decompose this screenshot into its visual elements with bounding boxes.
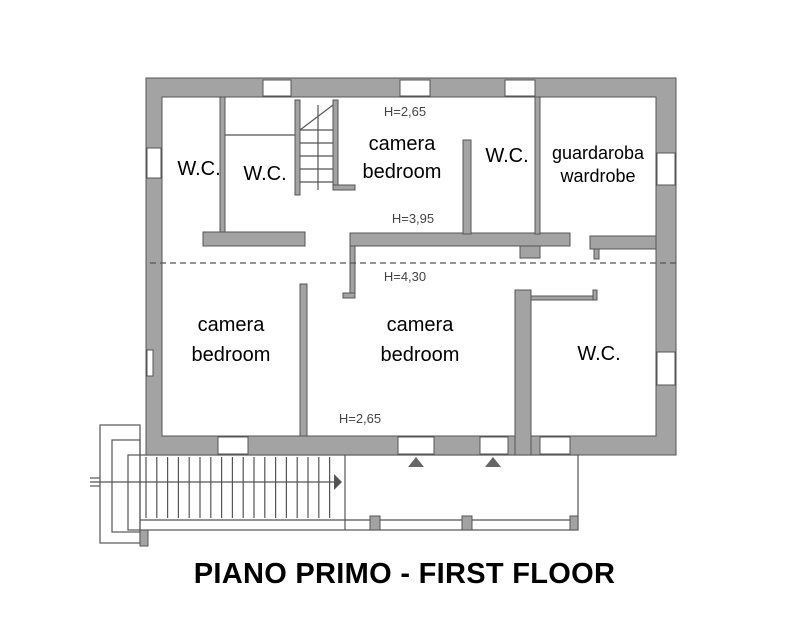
door-threshold-icon — [485, 457, 501, 467]
room-label-bedroom-2-en: bedroom — [192, 344, 271, 366]
room-label-wc-2: W.C. — [243, 163, 286, 185]
stair-step — [299, 104, 334, 131]
room-label-bedroom-3-it: camera — [387, 314, 455, 336]
page-title: PIANO PRIMO - FIRST FLOOR — [193, 558, 616, 590]
interior-walls — [150, 96, 676, 467]
room-label-bedroom-1-it: camera — [369, 133, 437, 155]
ceiling-height-label: H=2,65 — [384, 104, 426, 119]
external-staircase — [145, 457, 331, 518]
windows — [146, 79, 676, 455]
ceiling-height-label: H=3,95 — [392, 211, 434, 226]
room-label-wc-3: W.C. — [485, 145, 528, 167]
internal-staircase — [299, 104, 334, 190]
room-label-bedroom-3-en: bedroom — [381, 344, 460, 366]
ceiling-height-label: H=2,65 — [339, 411, 381, 426]
balcony — [99, 424, 579, 547]
room-label-wc-4: W.C. — [577, 343, 620, 365]
outer-walls — [145, 77, 677, 456]
stair-arrow-icon — [334, 474, 342, 490]
ceiling-height-label: H=4,30 — [384, 269, 426, 284]
door-threshold-icon — [408, 457, 424, 467]
room-label-wardrobe-it: guardaroba — [552, 143, 645, 163]
room-label-wc-1: W.C. — [177, 158, 220, 180]
room-label-wardrobe-en: wardrobe — [559, 166, 635, 186]
room-label-bedroom-1-en: bedroom — [363, 161, 442, 183]
room-label-bedroom-2-it: camera — [198, 314, 266, 336]
